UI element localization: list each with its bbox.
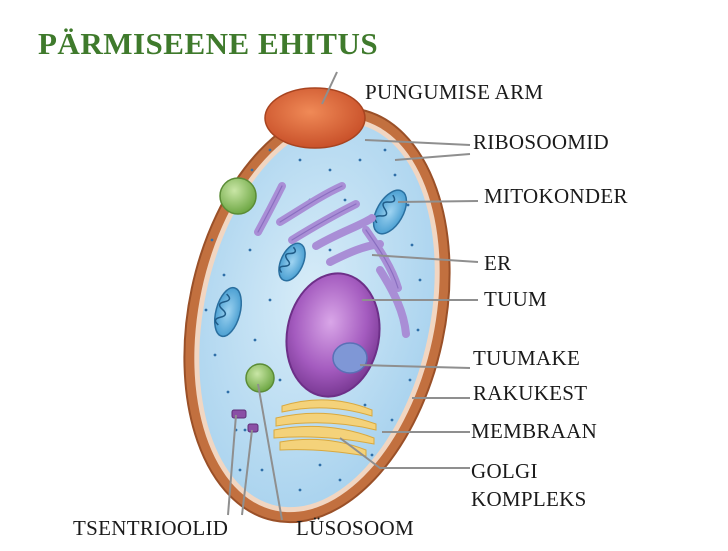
bud-scar <box>264 87 366 149</box>
label-nucleolus: TUUMAKE <box>473 346 581 370</box>
label-golgi-line2: KOMPLEKS <box>471 487 587 511</box>
label-er: ER <box>484 251 512 275</box>
label-golgi-line1: GOLGI <box>471 459 538 483</box>
vacuole <box>219 177 257 215</box>
lysosome <box>245 363 275 393</box>
diagram-title: PÄRMISEENE EHITUS <box>38 26 379 61</box>
ribosomes <box>204 148 422 492</box>
label-bud-scar: PUNGUMISE ARM <box>365 80 544 104</box>
label-centrioles: TSENTRIOOLID <box>73 516 229 540</box>
mitochondria <box>213 189 408 338</box>
label-ribosomes: RIBOSOOMID <box>473 130 610 154</box>
leader-lines <box>227 71 479 521</box>
label-nucleus: TUUM <box>484 287 548 311</box>
label-membrane: MEMBRAAN <box>471 419 598 443</box>
label-lysosome: LÜSOSOOM <box>296 516 414 540</box>
golgi-complex <box>273 399 377 457</box>
label-mitochondrion: MITOKONDER <box>484 184 628 208</box>
nucleolus <box>332 342 368 374</box>
label-cell-wall: RAKUKEST <box>473 381 588 405</box>
